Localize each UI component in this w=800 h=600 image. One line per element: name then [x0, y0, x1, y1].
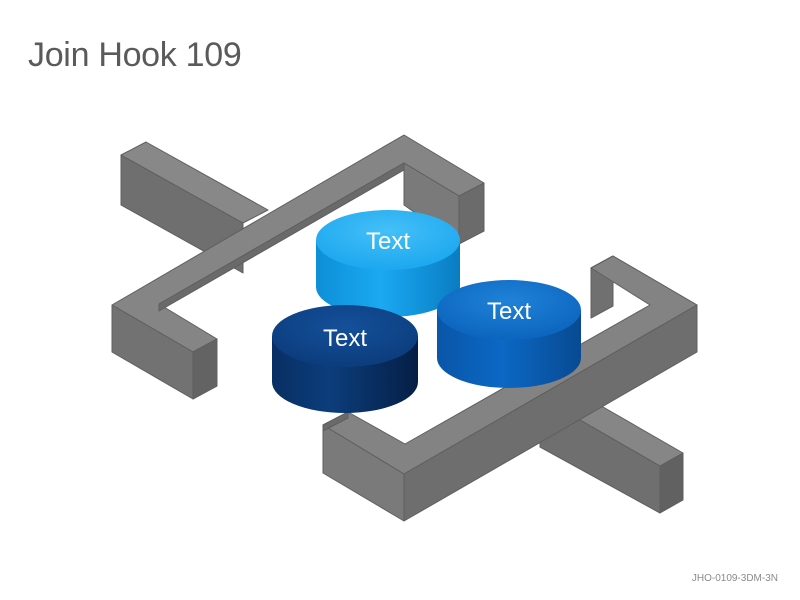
footer-code: JHO-0109-3DM-3N — [691, 573, 778, 584]
disk-top-cap — [316, 210, 460, 270]
upper-left-hook-shape — [111, 134, 485, 400]
disk-top-label: Text — [366, 228, 410, 255]
disk-right-label: Text — [487, 298, 531, 325]
disk-front-cap — [272, 305, 418, 367]
disk-top: Text — [316, 210, 460, 317]
slide-title: Join Hook 109 — [28, 36, 242, 74]
disk-right-cap — [437, 280, 581, 340]
disk-front: Text — [272, 305, 418, 413]
lower-right-hook-shape — [322, 255, 698, 522]
disk-front-label: Text — [323, 325, 367, 352]
disk-right: Text — [437, 280, 581, 388]
